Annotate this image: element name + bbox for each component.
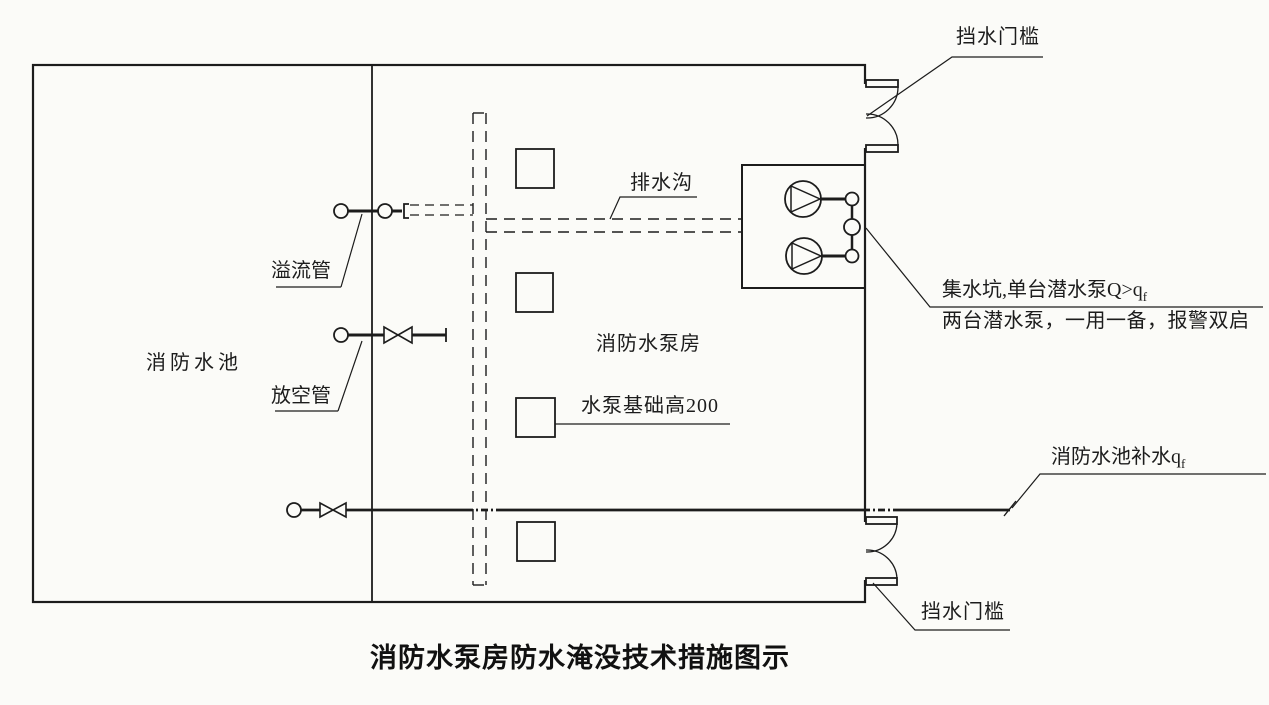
refill-label-text: 消防水池补水q (1051, 446, 1181, 468)
door-bottom-icon (865, 516, 898, 586)
gate-valve-icon (383, 325, 413, 345)
door-opening-masks (861, 84, 870, 580)
overflow-pipe-label: 溢流管 (271, 260, 331, 282)
sump-pit-note-line1: 集水坑,单台潜水泵Q>qf (942, 279, 1147, 304)
leader-threshold-bottom (872, 582, 1010, 631)
drain-ditch-label: 排水沟 (630, 172, 693, 194)
pipe-break-tick-icon (1003, 500, 1017, 517)
threshold-bottom-label: 挡水门槛 (921, 601, 1005, 623)
pipe-cap-icon (403, 203, 409, 219)
pump-room-area-label: 消防水泵房 (596, 333, 701, 355)
diagram-title: 消防水泵房防水淹没技术措施图示 (370, 643, 790, 673)
gate-valve-icon (319, 501, 347, 519)
sump-pit-note-line2: 两台潜水泵，一用一备，报警双启 (942, 310, 1250, 332)
drain-channel-vertical (472, 112, 487, 586)
sump-pit (741, 164, 866, 289)
leader-overflow (276, 213, 363, 288)
leader-blowoff (275, 340, 363, 412)
building-outline (31, 63, 867, 604)
refill-label-subscript: f (1181, 456, 1186, 471)
pipe-joint-icon (844, 248, 860, 264)
door-top-icon (865, 79, 899, 153)
pump-icon (784, 180, 845, 218)
pipe-joint-icon (844, 191, 860, 207)
pipe-joint-icon (843, 218, 861, 236)
pump-foundation-pads (515, 148, 556, 562)
leader-sump (865, 227, 1263, 308)
threshold-top-label: 挡水门槛 (956, 26, 1040, 48)
refill-pipe-label: 消防水池补水qf (1051, 446, 1185, 471)
blow-off-pipe-label: 放空管 (271, 385, 331, 407)
pool-area-label: 消防水池 (146, 352, 242, 374)
drain-channel-branch (486, 218, 742, 233)
sump-note-line1-text: 集水坑,单台潜水泵Q>q (942, 279, 1143, 301)
pump-icon (785, 237, 845, 275)
blow-off-pipe (333, 325, 447, 345)
leader-drain-ditch (609, 196, 697, 220)
leader-lines (275, 56, 1266, 631)
leader-refill (1011, 473, 1266, 509)
overflow-pipe (333, 203, 473, 219)
refill-pipe (286, 500, 1017, 519)
pump-foundation-label: 水泵基础高200 (581, 395, 719, 417)
sump-note-line1-subscript: f (1142, 289, 1148, 304)
leader-threshold-top (866, 56, 1043, 117)
